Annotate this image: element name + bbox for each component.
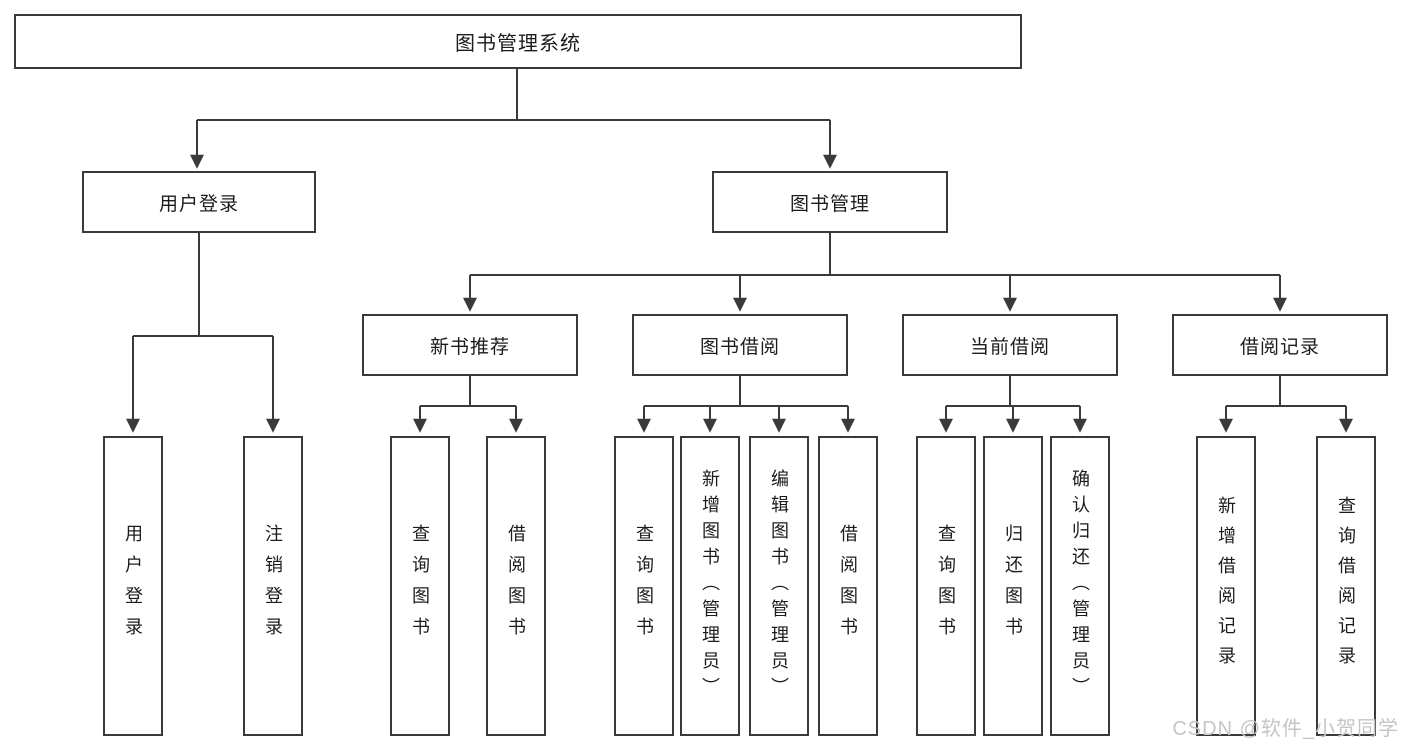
node-label: 新增借阅记录 [1216, 496, 1236, 676]
node-label: 借阅记录 [1239, 336, 1320, 358]
node-label: 查询图书 [936, 524, 956, 648]
leaf-query-books-borrowing: 查询图书 [614, 436, 674, 736]
leaf-return-books: 归还图书 [983, 436, 1043, 736]
node-new-book-recommendation: 新书推荐 [362, 314, 578, 376]
leaf-query-borrow-record: 查询借阅记录 [1316, 436, 1376, 736]
leaf-user-login: 用户登录 [103, 436, 163, 736]
node-label: 用户登录 [123, 524, 143, 648]
node-label: 借阅图书 [838, 524, 858, 648]
leaf-add-borrow-record: 新增借阅记录 [1196, 436, 1256, 736]
node-label: 确认归还（管理员） [1070, 469, 1090, 703]
node-label: 当前借阅 [969, 336, 1050, 358]
csdn-watermark: CSDN @软件_小贺同学 [1172, 718, 1399, 740]
node-label: 查询借阅记录 [1336, 496, 1356, 676]
leaf-query-books-current: 查询图书 [916, 436, 976, 736]
node-label: 图书管理 [789, 193, 870, 215]
leaf-borrow-books-recommend: 借阅图书 [486, 436, 546, 736]
leaf-edit-book-admin: 编辑图书（管理员） [749, 436, 809, 736]
leaf-confirm-return-admin: 确认归还（管理员） [1050, 436, 1110, 736]
node-borrowing-records: 借阅记录 [1172, 314, 1388, 376]
node-label: 查询图书 [634, 524, 654, 648]
node-book-borrowing: 图书借阅 [632, 314, 848, 376]
leaf-query-books-recommend: 查询图书 [390, 436, 450, 736]
node-label: 图书管理系统 [455, 33, 581, 55]
node-current-borrowing: 当前借阅 [902, 314, 1118, 376]
node-label: 编辑图书（管理员） [769, 469, 789, 703]
node-label: 归还图书 [1003, 524, 1023, 648]
leaf-add-book-admin: 新增图书（管理员） [680, 436, 740, 736]
leaf-borrow-books-borrowing: 借阅图书 [818, 436, 878, 736]
node-label: 图书借阅 [699, 336, 780, 358]
node-user-login: 用户登录 [82, 171, 316, 233]
node-label: 注销登录 [263, 524, 283, 648]
node-system-root: 图书管理系统 [14, 14, 1022, 69]
node-label: 新书推荐 [429, 336, 510, 358]
node-label: 查询图书 [410, 524, 430, 648]
node-label: 新增图书（管理员） [700, 469, 720, 703]
leaf-logout-login: 注销登录 [243, 436, 303, 736]
node-label: 借阅图书 [506, 524, 526, 648]
node-label: 用户登录 [158, 193, 239, 215]
node-book-management: 图书管理 [712, 171, 948, 233]
